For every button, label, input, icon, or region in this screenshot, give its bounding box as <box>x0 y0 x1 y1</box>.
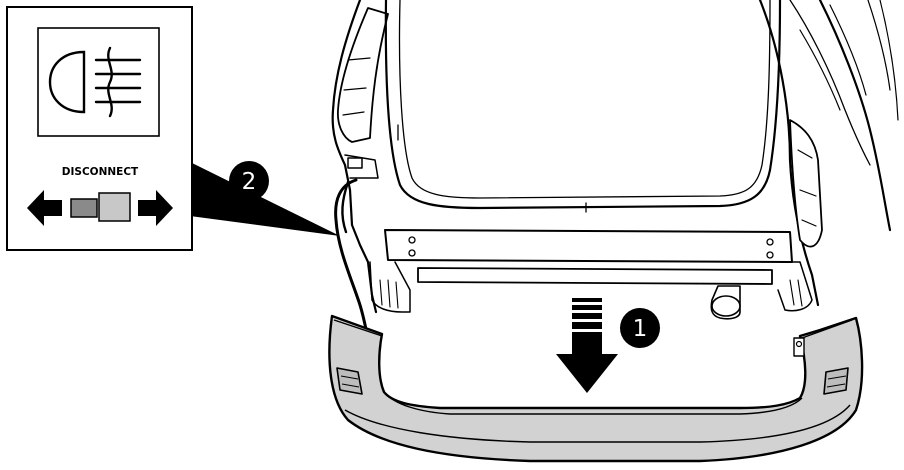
arrow-stripe-3 <box>572 313 602 319</box>
step-2-badge <box>229 161 269 201</box>
right-taillight-detail <box>797 149 817 227</box>
vehicle-rear <box>331 0 899 320</box>
left-taillight <box>337 7 389 143</box>
lamp-dome <box>48 50 86 114</box>
arrow-down-icon <box>556 298 618 393</box>
crossmember-bolt-3 <box>766 238 774 246</box>
rear-fog-lamp-icon <box>48 46 142 118</box>
fog-lamp-icon-frame <box>37 27 160 137</box>
step-1-badge <box>620 308 660 348</box>
step-2-callout: 2 <box>190 161 340 236</box>
arrow-stripe-1 <box>572 298 602 302</box>
lamp-beam-wave <box>107 46 113 118</box>
harness-cable <box>334 178 370 340</box>
right-lower-body <box>777 261 813 312</box>
bumper-top-edge <box>333 319 853 339</box>
arrow-shaft <box>572 332 602 356</box>
rear-bumper <box>328 314 864 463</box>
crossmember-bolt-4 <box>766 251 774 259</box>
right-fender-crease <box>799 4 867 111</box>
wiring-harness <box>334 178 370 340</box>
bumper-lower-crease <box>344 404 851 443</box>
step-1-number: 1 <box>633 316 648 342</box>
lamp-beam-lines <box>94 58 142 104</box>
tailgate-opening <box>384 0 782 210</box>
step-2-number: 2 <box>242 169 257 195</box>
crossmember-bolt-2 <box>408 249 416 257</box>
right-reflector-detail <box>826 375 847 388</box>
bumper-inner-lip <box>383 391 803 415</box>
right-lower-ribs <box>789 279 803 307</box>
arrow-right-icon <box>138 190 173 226</box>
left-body-outline <box>331 0 378 314</box>
right-edge-lines <box>867 0 899 121</box>
rear-crossmember <box>384 229 793 263</box>
crossmember-lower <box>417 267 773 285</box>
disconnect-inset: DISCONNECT <box>6 6 193 251</box>
right-taillight <box>789 119 823 248</box>
left-connector-socket <box>347 157 363 169</box>
right-reflector <box>823 367 849 395</box>
exhaust-tip <box>711 295 741 317</box>
step-1-callout: 1 <box>556 298 660 393</box>
arrow-stripe-2 <box>572 305 602 310</box>
callout-pointer-icon <box>190 162 340 236</box>
left-taillight-detail <box>342 57 371 116</box>
crossmember-bolt-1 <box>408 236 416 244</box>
arrow-left-icon <box>27 190 62 226</box>
harness-branch <box>341 180 350 234</box>
left-reflector <box>336 367 363 395</box>
connector-half-right <box>98 192 131 222</box>
right-fender-inner <box>789 0 871 166</box>
disconnect-label: DISCONNECT <box>62 166 139 178</box>
tailgate-latch <box>397 124 587 213</box>
right-fender-outline <box>818 0 892 232</box>
left-lower-body <box>369 261 411 313</box>
connector-plug-icon <box>70 192 131 222</box>
right-body-outline <box>758 0 820 307</box>
connector-half-left <box>70 198 98 218</box>
left-reflector-detail <box>340 375 360 388</box>
arrow-stripe-4 <box>572 322 602 329</box>
left-lower-ribs <box>379 279 399 309</box>
arrow-head <box>556 354 618 393</box>
bumper-cover <box>328 314 864 463</box>
bumper-mount-bolt <box>795 340 803 348</box>
tailgate-inner-edge <box>398 0 771 199</box>
